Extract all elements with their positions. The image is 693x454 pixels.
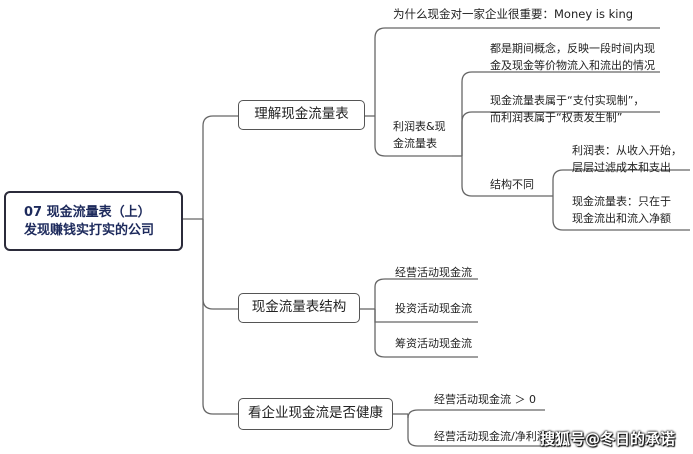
root-title: 07 现金流量表（上） (24, 205, 151, 220)
note-income-statement: 利润表：从收入开始， 层层过滤成本和支出 (572, 144, 682, 174)
topic-operating-to-netprofit: 经营活动现金流/净利润 (434, 430, 548, 443)
topic-income-vs-cashflow: 利润表&现 金流量表 (393, 120, 446, 150)
topic-why-cash-matters: 为什么现金对一家企业很重要：Money is king (393, 7, 634, 21)
root-node: 07 现金流量表（上） 发现赚钱实打实的公司 (4, 191, 183, 251)
topic-operating-cashflow: 经营活动现金流 (395, 266, 472, 279)
branch-label: 理解现金流量表 (254, 106, 349, 122)
note-accounting-basis: 现金流量表属于“支付实现制”， 而利润表属于“权责发生制” (490, 94, 645, 124)
branch-cashflow-health: 看企业现金流是否健康 (238, 398, 393, 430)
note-cashflow-statement: 现金流量表：只在于 现金流出和流入净额 (572, 195, 671, 225)
branch-understand-cashflow: 理解现金流量表 (238, 100, 365, 130)
note-different-structure: 结构不同 (490, 178, 534, 191)
topic-investing-cashflow: 投资活动现金流 (395, 302, 472, 315)
note-period-concept: 都是期间概念，反映一段时间内现 金及现金等价物流入和流出的情况 (490, 42, 655, 72)
branch-label: 看企业现金流是否健康 (248, 405, 383, 421)
topic-financing-cashflow: 筹资活动现金流 (395, 337, 472, 350)
branch-cashflow-structure: 现金流量表结构 (238, 293, 360, 323)
watermark: 搜狐号@冬日的承诺 (540, 430, 676, 448)
topic-operating-positive: 经营活动现金流 ＞ 0 (434, 393, 536, 406)
branch-label: 现金流量表结构 (251, 299, 347, 315)
root-subtitle: 发现赚钱实打实的公司 (24, 223, 155, 238)
